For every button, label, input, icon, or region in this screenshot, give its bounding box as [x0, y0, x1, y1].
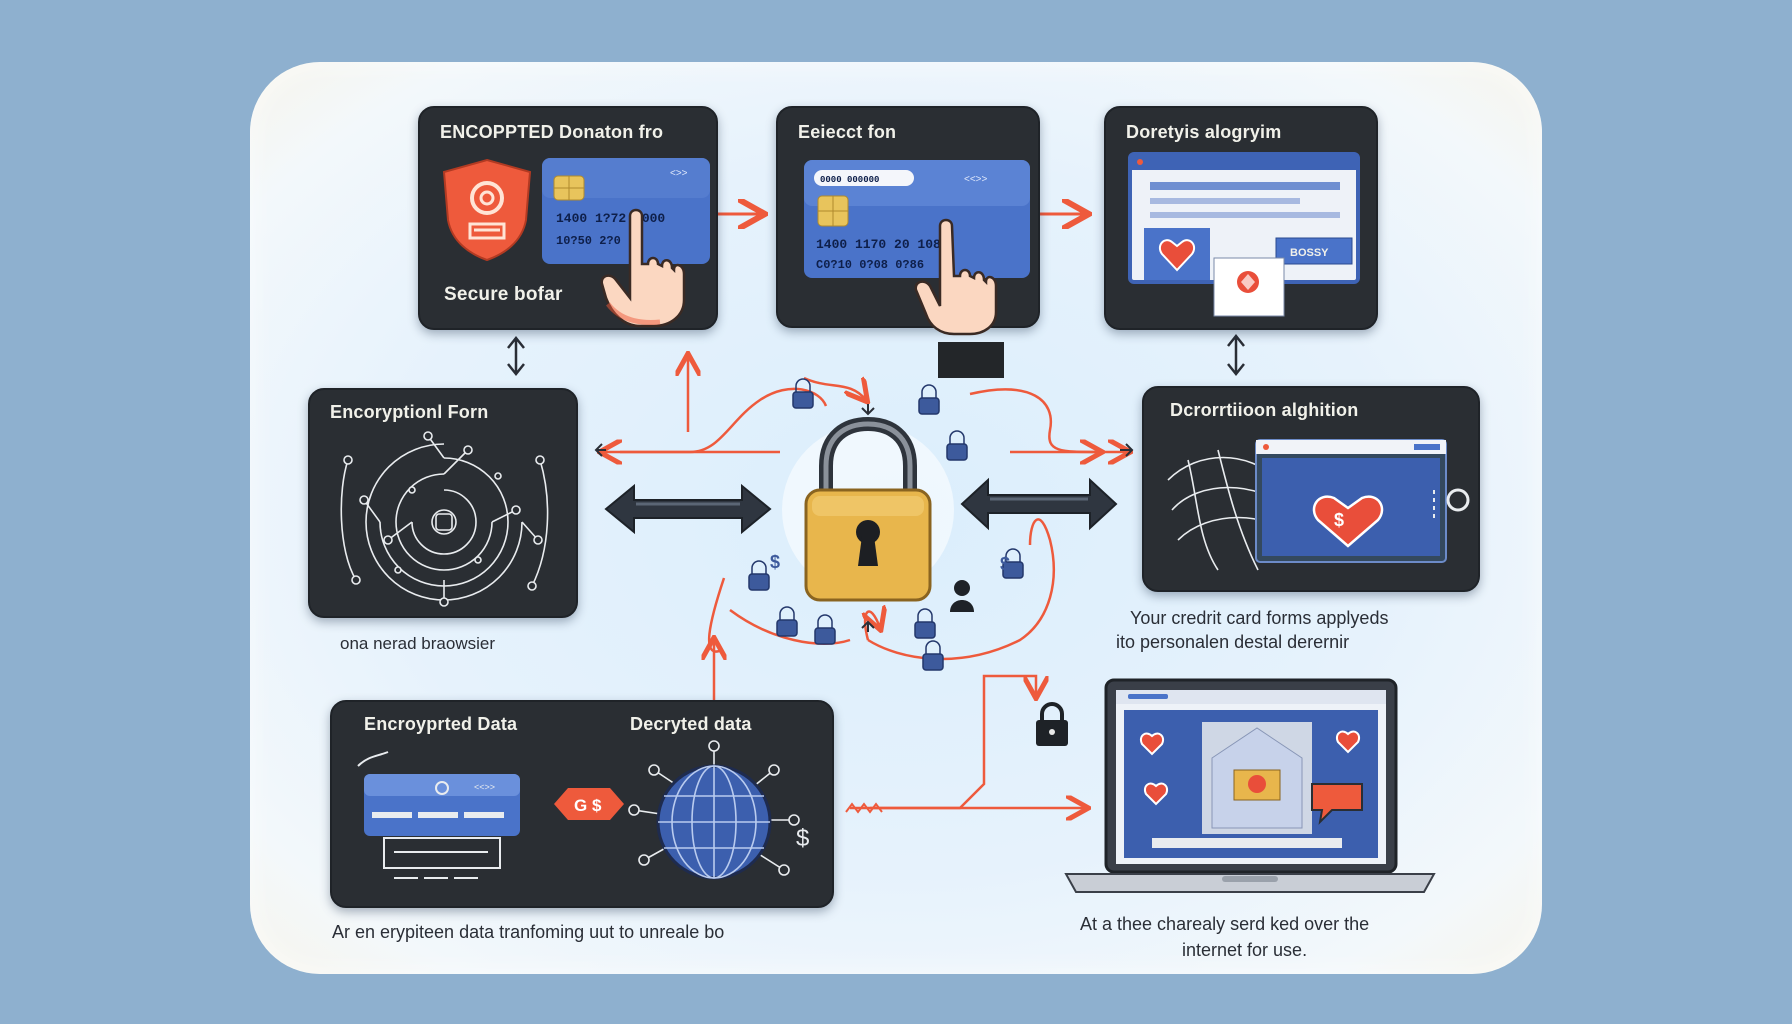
double-arrow-icon	[960, 477, 1118, 531]
globe-icon: $	[628, 740, 809, 880]
browser-button: BOSSY	[1290, 247, 1329, 259]
heart-icon	[1140, 732, 1164, 756]
caption: At a thee charealy serd ked over the	[1080, 914, 1370, 934]
svg-text:$: $	[1334, 510, 1344, 530]
caption: ito personalen destal derernir	[1116, 632, 1350, 652]
card-number-line-1: 1400 1170 20 1080	[816, 237, 949, 252]
credit-card-icon: <>> 1400 1?72 ?000 10?50 2?0	[542, 158, 710, 264]
svg-text:<<>>: <<>>	[474, 782, 495, 792]
pointing-hand-icon	[914, 218, 998, 336]
chat-bubble-icon	[1311, 783, 1363, 825]
card-pill-text: 0000 000000	[820, 175, 879, 185]
panel-title: ENCOPPTED Donaton fro	[440, 122, 664, 142]
svg-text:<>>: <>>	[670, 168, 688, 179]
encrypted-decrypted-data-panel: Encroyprted Data Decryted data <<>> G $ …	[330, 700, 834, 908]
browser-window-icon: BOSSY	[1128, 152, 1360, 317]
floating-glyph: $	[770, 552, 780, 572]
padlock-icon	[782, 416, 954, 602]
circuit-maze-icon	[340, 431, 549, 607]
encrypted-donation-form-panel: ENCOPPTED Donaton fro <>> 1400 1?72 ?000…	[418, 106, 718, 330]
encryption-form-panel: Encoryptionl Forn	[308, 388, 578, 618]
panel-title: Encoryptionl Forn	[330, 402, 489, 422]
shield-icon	[442, 158, 532, 262]
heart-icon	[1158, 239, 1196, 272]
pointing-hand-icon	[600, 208, 686, 328]
caption: Your credrit card forms applyeds	[1130, 608, 1389, 628]
panel-title: Doretyis alogryim	[1126, 122, 1282, 142]
select-form-panel: Eeiecct fon 0000 000000 <<>> 1400 1170 2…	[776, 106, 1040, 378]
caption: Ar en erypiteen data tranfoming uut to u…	[332, 922, 725, 942]
decryption-algorithm-panel-2: Dcrorrtiioon alghition $	[1142, 386, 1480, 592]
floating-glyph: $	[1000, 554, 1010, 574]
tag-text: G $	[574, 796, 602, 815]
secure-label: Secure bofar	[444, 284, 563, 305]
panel-title-decrypted: Decryted data	[630, 714, 752, 734]
caption: ona nerad braowsier	[340, 634, 495, 653]
card-number-line-2: 10?50 2?0	[556, 234, 621, 248]
panel-title-encrypted: Encroyprted Data	[364, 714, 518, 734]
sleeve	[938, 342, 1004, 378]
panel-title: Eeiecct fon	[798, 122, 897, 142]
double-arrow-icon	[604, 483, 772, 535]
floating-glyph: $	[796, 825, 809, 852]
caption: internet for use.	[1182, 940, 1308, 960]
heart-icon	[1312, 495, 1384, 548]
svg-text:<<>>: <<>>	[964, 174, 988, 185]
card-number-line-2: C0?10 0?08 0?86	[816, 258, 924, 272]
credit-card-icon: 0000 000000 <<>> 1400 1170 20 1080 C0?10…	[804, 160, 1030, 278]
credit-card-icon: <<>>	[357, 751, 520, 879]
decryption-algorithm-panel: Doretyis alogryim BOSSY	[1104, 106, 1378, 330]
decryption-screen-icon: $	[1167, 439, 1470, 571]
panel-title: Dcrorrtiioon alghition	[1170, 400, 1359, 420]
laptop-icon	[1064, 678, 1436, 893]
transform-tag-icon: G $	[554, 788, 624, 820]
